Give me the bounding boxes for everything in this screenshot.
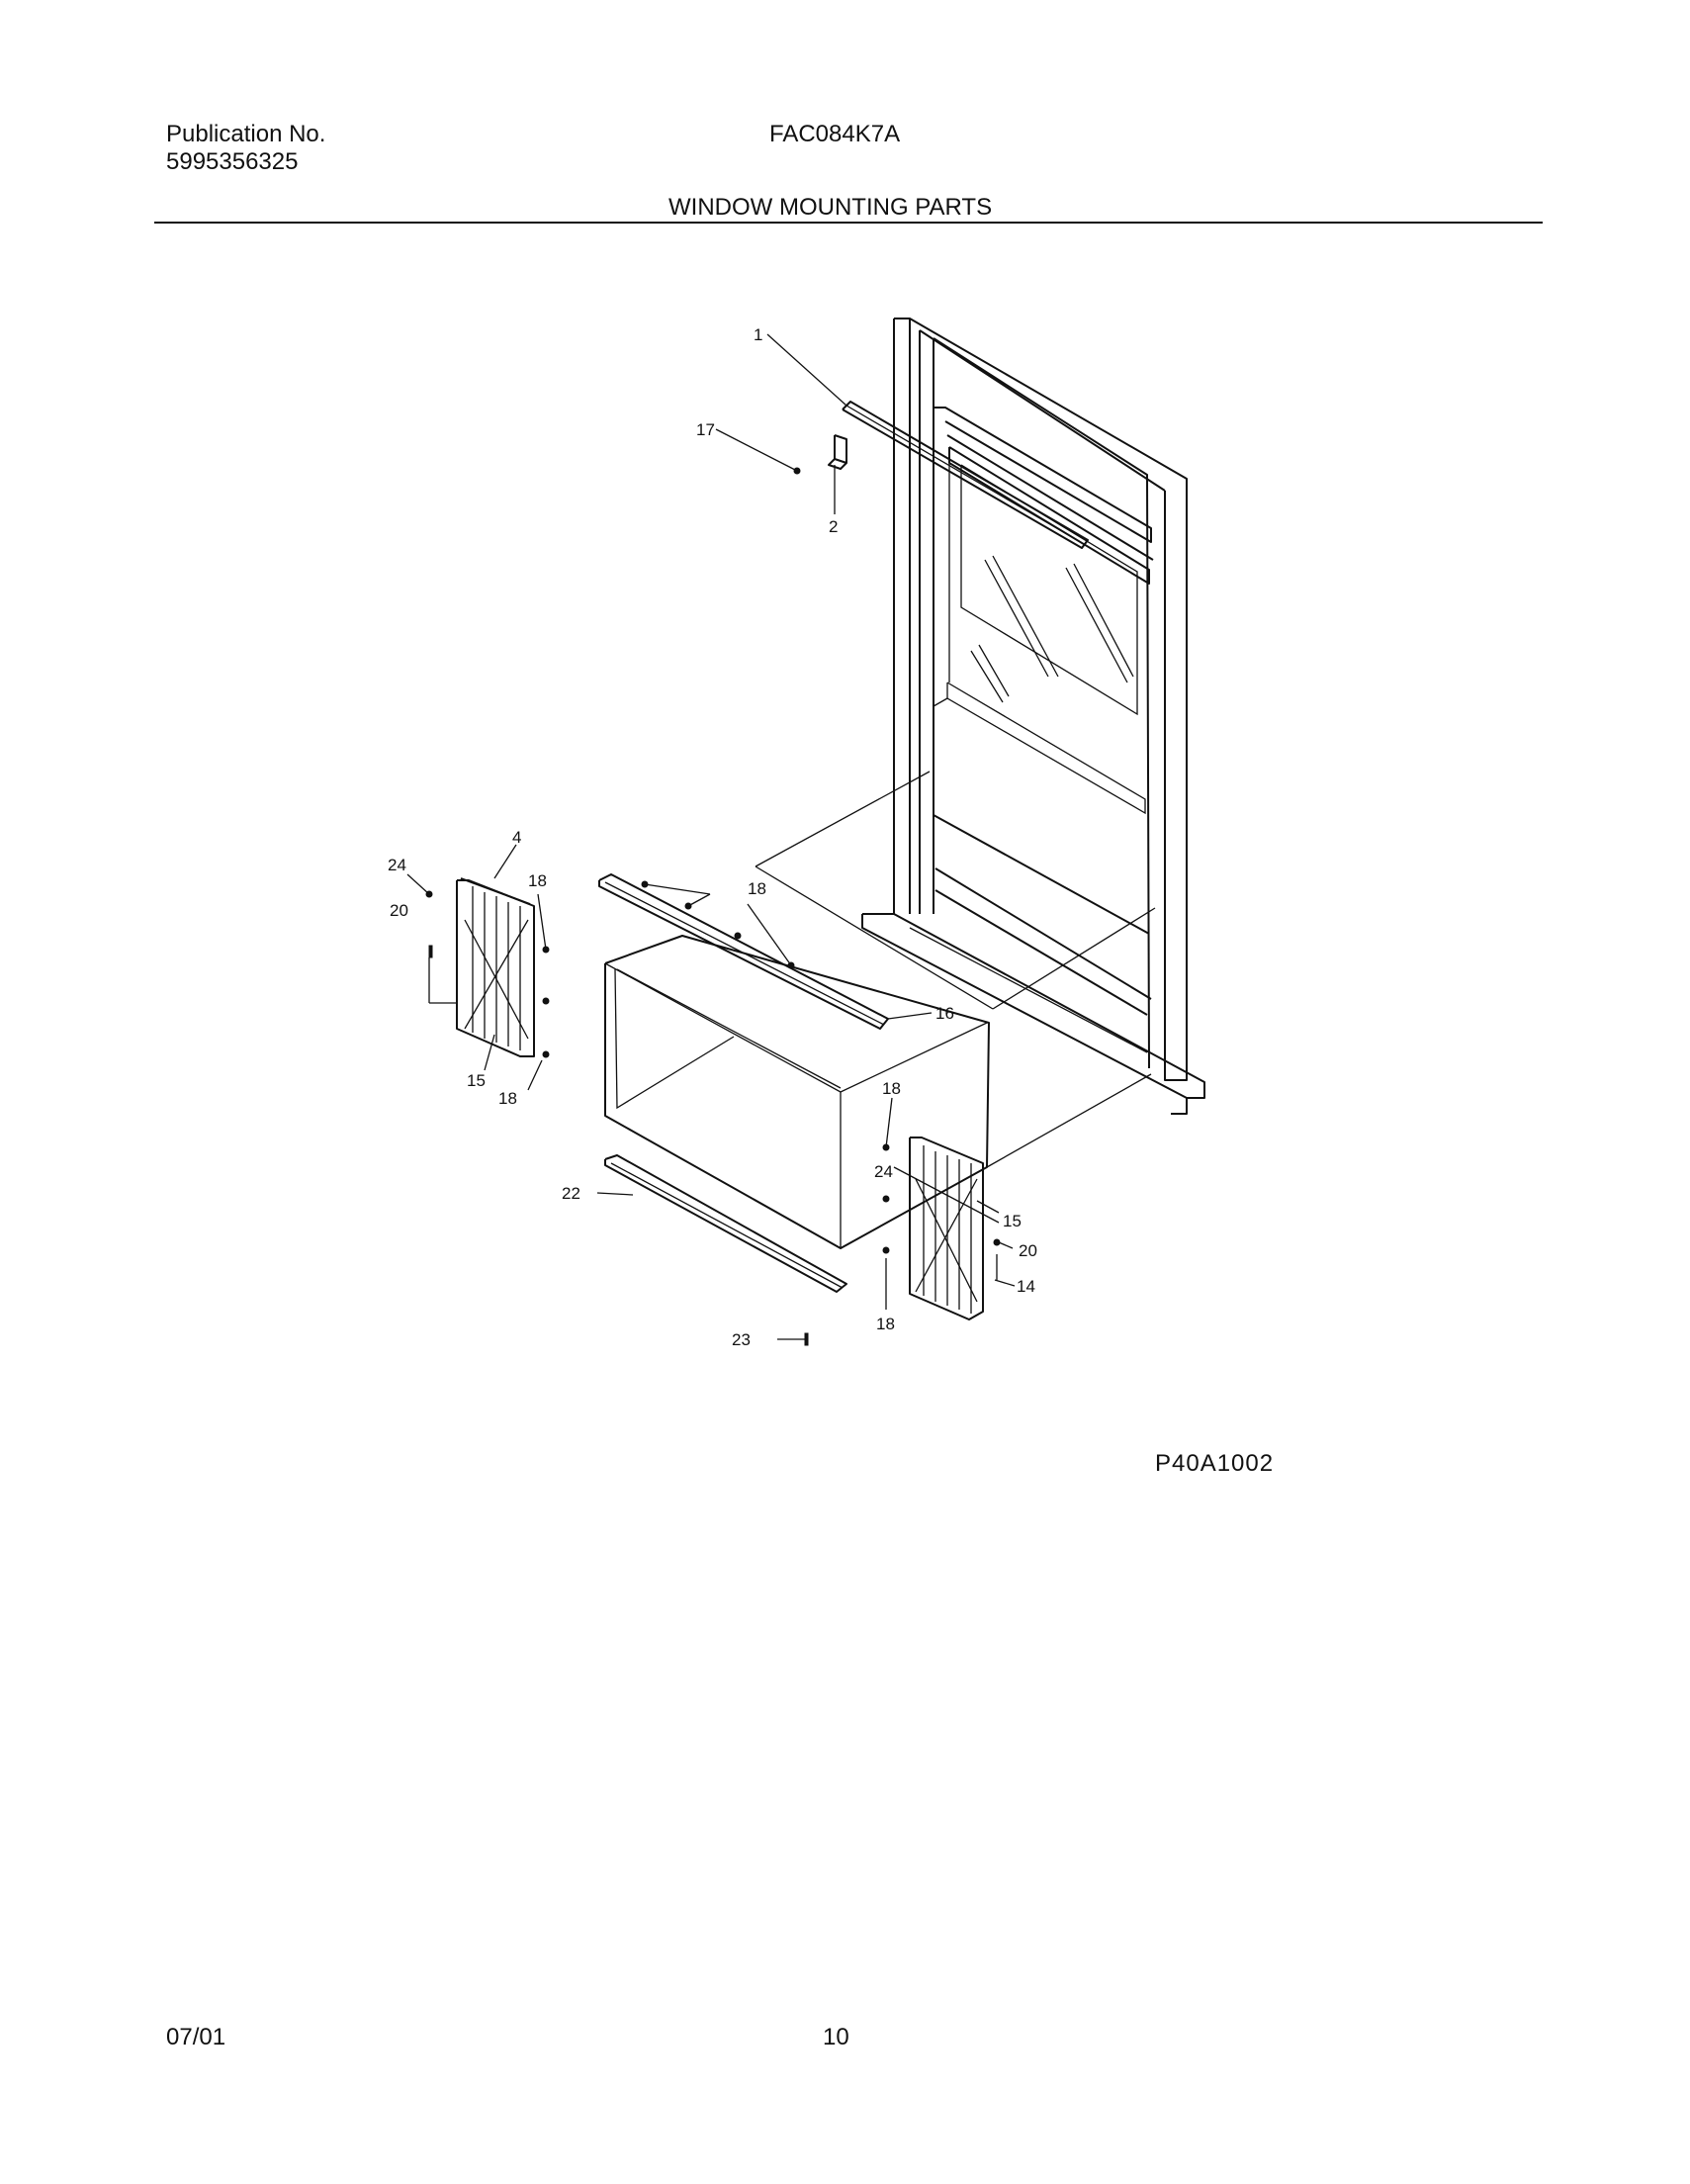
model-number: FAC084K7A — [769, 121, 901, 147]
exploded-parts-diagram: 1 17 2 4 24 20 18 15 18 18 16 22 23 18 2… — [388, 318, 1205, 1349]
callout-23: 23 — [732, 1330, 751, 1349]
callout-24-right: 24 — [874, 1162, 893, 1181]
callout-16: 16 — [935, 1004, 954, 1023]
callout-20-right: 20 — [1019, 1241, 1037, 1260]
header-rule — [154, 222, 1543, 224]
callout-15-right: 15 — [1003, 1212, 1022, 1230]
callout-18-left-top: 18 — [528, 871, 547, 890]
screws — [425, 880, 1001, 1346]
callout-14: 14 — [1017, 1277, 1035, 1296]
publication-number: 5995356325 — [166, 148, 299, 175]
callout-18-top-channel: 18 — [748, 879, 766, 898]
section-title: WINDOW MOUNTING PARTS — [668, 194, 993, 221]
callout-4: 4 — [512, 828, 521, 847]
callout-22: 22 — [562, 1184, 580, 1203]
publication-label: Publication No. — [166, 121, 326, 147]
callout-18-left-bottom: 18 — [498, 1089, 517, 1108]
diagram-code: P40A1002 — [1155, 1450, 1275, 1477]
footer-date: 07/01 — [166, 2024, 226, 2050]
left-side-curtain — [456, 877, 535, 1057]
callouts: 1 17 2 4 24 20 18 15 18 18 16 22 23 18 2… — [388, 325, 1037, 1349]
right-side-curtain — [909, 1137, 984, 1320]
window-frame — [861, 318, 1205, 1115]
page-number: 10 — [823, 2024, 849, 2050]
callout-15-left: 15 — [467, 1071, 486, 1090]
top-channel-part-16 — [598, 873, 889, 1030]
callout-2: 2 — [829, 517, 838, 536]
callout-24-left: 24 — [388, 856, 406, 874]
callout-18-right-top: 18 — [882, 1079, 901, 1098]
callout-20-left: 20 — [390, 901, 408, 920]
cabinet-sleeve — [604, 771, 1156, 1249]
bottom-channel-part-22 — [604, 1154, 847, 1293]
bracket-part-2 — [793, 434, 847, 475]
leader-lines — [406, 333, 1016, 1340]
callout-17: 17 — [696, 420, 715, 439]
callout-18-right-bottom: 18 — [876, 1315, 895, 1333]
top-rail-part-1 — [842, 401, 1089, 549]
callout-1: 1 — [754, 325, 762, 344]
